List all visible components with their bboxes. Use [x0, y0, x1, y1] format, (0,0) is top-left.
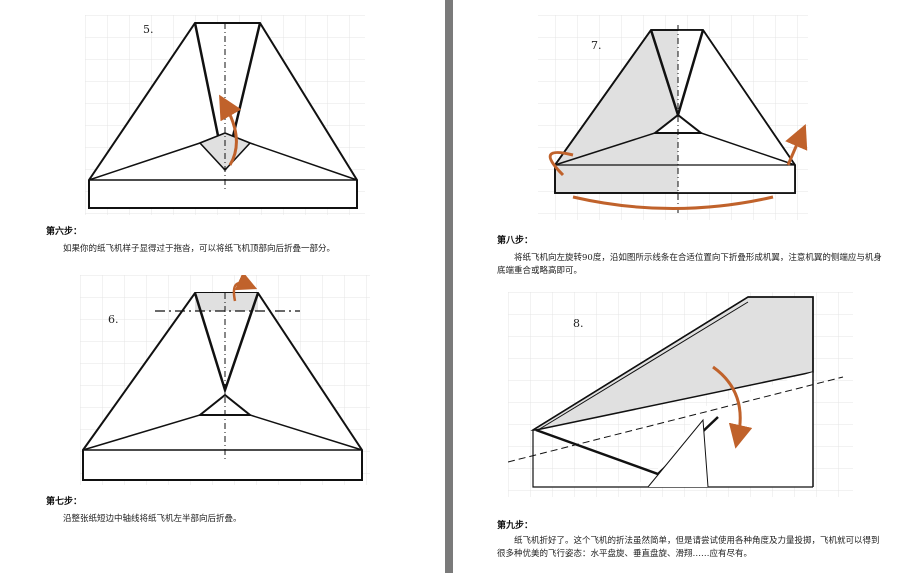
- step6-heading: 第六步：: [46, 227, 83, 237]
- wing-fold-arrow-icon: [712, 365, 753, 449]
- step6-diagram: 6.: [80, 275, 370, 485]
- step8-number: 8.: [573, 317, 584, 330]
- step6-number: 6.: [108, 313, 119, 326]
- step5-diagram: 5.: [85, 15, 365, 215]
- step7-heading: 第七步：: [46, 497, 83, 507]
- step7-diagram: 7.: [538, 15, 808, 220]
- step9-text: 纸飞机折好了。这个飞机的折法虽然简单，但是请尝试使用各种角度及力量投掷，飞机就可…: [497, 536, 880, 559]
- fold-back-arrow-icon: [232, 275, 258, 302]
- fold-back-curve-icon: [572, 195, 774, 210]
- fold-up-arrow-icon: [785, 123, 808, 166]
- step6-text: 如果你的纸飞机样子显得过于拖沓，可以将纸飞机顶部向后折叠一部分。: [63, 244, 336, 254]
- step9-heading: 第九步：: [497, 521, 534, 531]
- rotate-left-arrow-icon: [548, 151, 574, 177]
- step7-text: 沿整张纸短边中轴线将纸飞机左半部向后折叠。: [63, 514, 242, 524]
- left-page: 5. 第六步： 如果你的纸飞机样子显得过于拖沓，可以将纸飞机顶部向后折叠一部分。…: [0, 0, 445, 573]
- step8-diagram: 8.: [508, 292, 853, 497]
- right-page: 7. 第八步： 将纸飞机向左旋转90度，沿如图所示线条在合适位置向下折叠形成机翼…: [453, 0, 900, 573]
- step8-heading: 第八步：: [497, 236, 534, 246]
- step7-number: 7.: [591, 39, 602, 52]
- fold-arrow-icon: [219, 94, 242, 166]
- step8-text: 将纸飞机向左旋转90度，沿如图所示线条在合适位置向下折叠形成机翼，注意机翼的侧端…: [497, 253, 882, 276]
- step5-number: 5.: [143, 23, 154, 36]
